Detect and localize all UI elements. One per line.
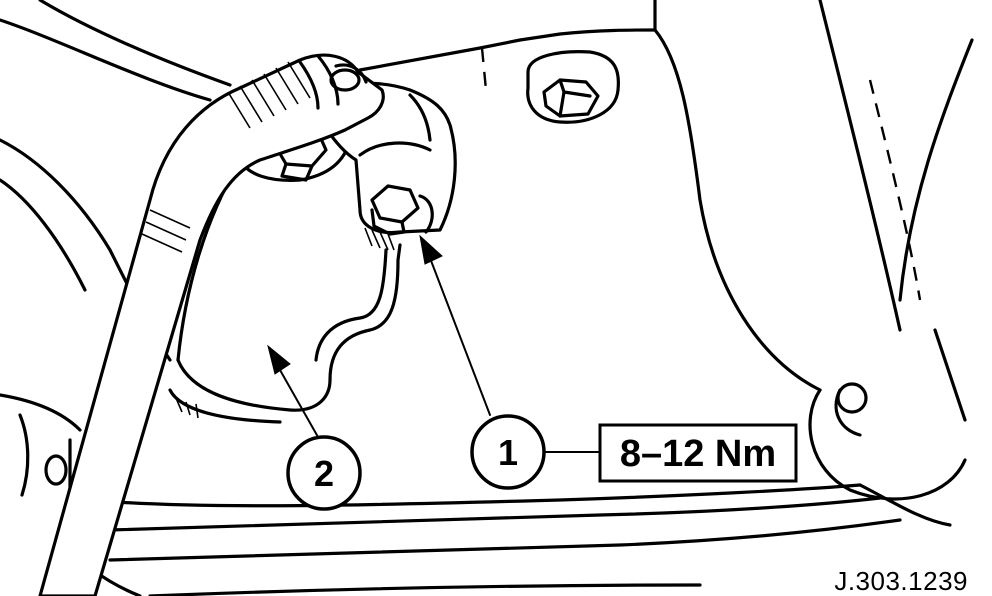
rear-bolt: [526, 50, 620, 124]
cylinder-component: [168, 163, 402, 424]
callout-1: 1: [470, 414, 546, 490]
hose-pipe: [38, 53, 385, 596]
callout-leaders: [267, 234, 599, 453]
callout-2: 2: [286, 435, 362, 511]
drawing-reference: J.303.1239: [834, 566, 968, 596]
torque-value: 8–12 Nm: [620, 433, 776, 475]
callout-2-number: 2: [314, 453, 334, 494]
torque-spec-box: 8–12 Nm: [598, 423, 798, 483]
callout-1-number: 1: [498, 432, 518, 473]
